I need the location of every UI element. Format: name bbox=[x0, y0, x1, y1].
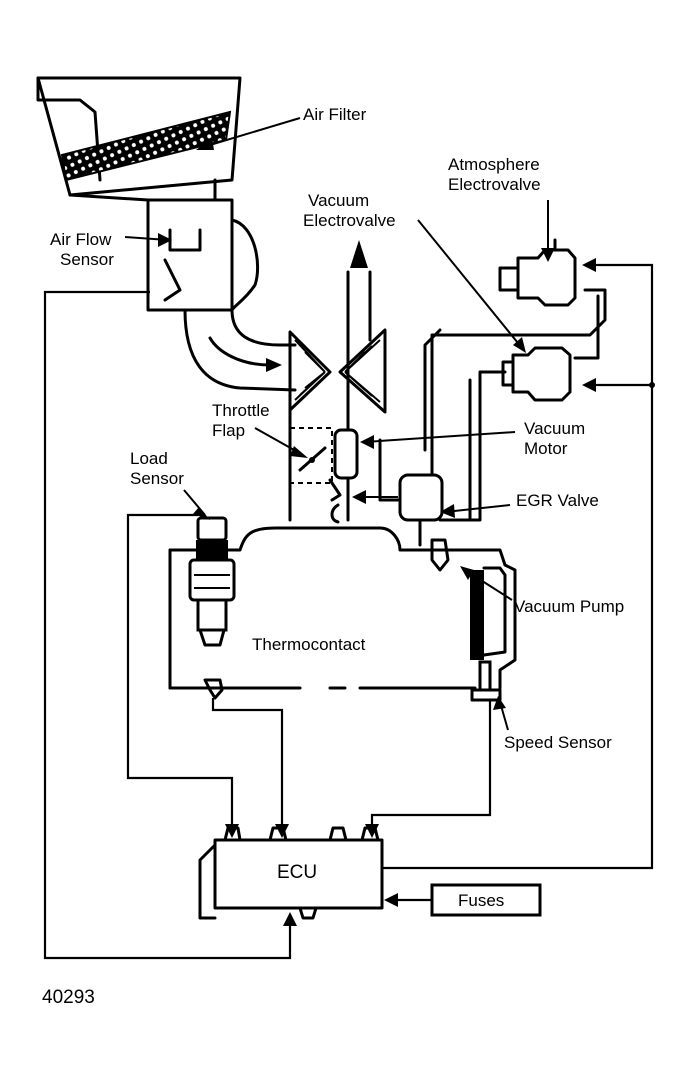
label-throttle-flap-line1: Throttle bbox=[212, 401, 270, 420]
atmosphere-electrovalve bbox=[498, 200, 577, 307]
label-air-flow-sensor-line1: Air Flow bbox=[50, 230, 112, 249]
label-air-flow-sensor-line2: Sensor bbox=[60, 250, 114, 269]
vacuum-pump bbox=[430, 538, 513, 660]
vacuum-motor bbox=[328, 428, 516, 524]
label-thermocontact: Thermocontact bbox=[252, 635, 366, 654]
label-vacuum-motor-line1: Vacuum bbox=[524, 419, 585, 438]
label-atmosphere-electrovalve-line2: Electrovalve bbox=[448, 175, 541, 194]
wiring bbox=[43, 258, 655, 960]
air-filter-housing bbox=[36, 76, 242, 202]
label-fuses: Fuses bbox=[458, 891, 504, 910]
air-flow-sensor bbox=[124, 198, 260, 312]
label-vacuum-electrovalve-line1: Vacuum bbox=[308, 191, 369, 210]
label-vacuum-motor-line2: Motor bbox=[524, 439, 568, 458]
label-atmosphere-electrovalve-line1: Atmosphere bbox=[448, 155, 540, 174]
egr-valve bbox=[352, 438, 511, 547]
vacuum-electrovalve bbox=[417, 219, 572, 402]
label-vacuum-electrovalve-line2: Electrovalve bbox=[303, 211, 396, 230]
fuses-box bbox=[430, 883, 542, 917]
label-vacuum-pump: Vacuum Pump bbox=[514, 597, 624, 616]
throttle-body bbox=[288, 240, 387, 522]
intake-duct bbox=[183, 308, 297, 392]
label-load-sensor-line1: Load bbox=[130, 449, 168, 468]
throttle-flap-pointer bbox=[254, 427, 308, 458]
label-load-sensor-line2: Sensor bbox=[130, 469, 184, 488]
vacuum-hoses bbox=[423, 288, 607, 522]
air-filter-pointer bbox=[196, 117, 301, 150]
label-air-filter: Air Filter bbox=[303, 105, 367, 124]
label-ecu: ECU bbox=[277, 862, 317, 883]
label-egr-valve: EGR Valve bbox=[516, 491, 599, 510]
figure-number: 40293 bbox=[42, 987, 95, 1008]
label-speed-sensor: Speed Sensor bbox=[504, 733, 612, 752]
ecu-unit bbox=[198, 826, 384, 920]
label-throttle-flap-line2: Flap bbox=[212, 421, 245, 440]
engine-block bbox=[168, 526, 517, 700]
load-sensor bbox=[183, 489, 236, 647]
speed-sensor bbox=[470, 660, 509, 731]
